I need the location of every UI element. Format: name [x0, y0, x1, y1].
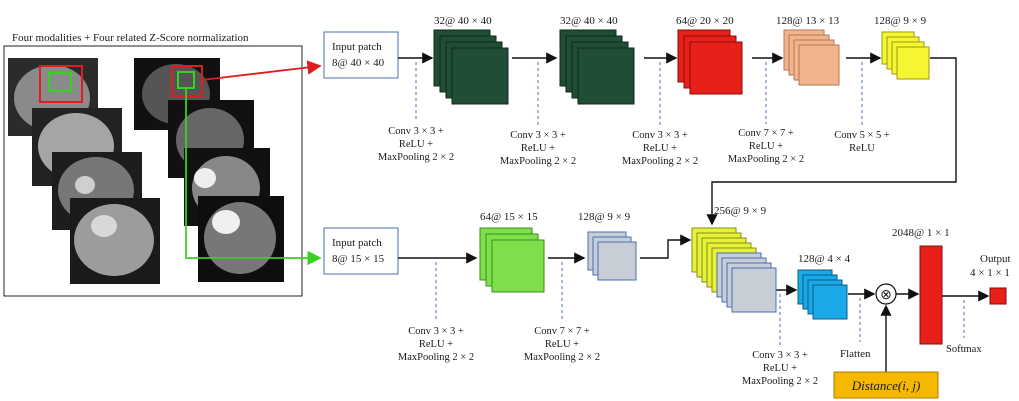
- top-op-2-l3: MaxPooling 2 × 2: [500, 156, 576, 167]
- top-map-1: [433, 29, 509, 105]
- top-map-4-label: 128@ 13 × 13: [776, 15, 840, 27]
- input-bottom-box: Input patch 8@ 15 × 15: [323, 227, 399, 275]
- top-map-2-label: 32@ 40 × 40: [560, 15, 618, 27]
- output-label-line2: 4 × 1 × 1: [970, 267, 1010, 279]
- top-op-1-l3: MaxPooling 2 × 2: [378, 152, 454, 163]
- top-op-5-l2: ReLU: [849, 143, 875, 154]
- bottom-op-1-l3: MaxPooling 2 × 2: [398, 352, 474, 363]
- input-top-line2: 8@ 40 × 40: [332, 57, 385, 69]
- bottom-map-2-label: 128@ 9 × 9: [578, 211, 631, 223]
- top-op-3-l2: ReLU +: [643, 143, 677, 154]
- bottom-map-4-label: 128@ 4 × 4: [798, 253, 851, 265]
- distance-box: [833, 371, 939, 399]
- multiply-symbol: ⊗: [880, 288, 892, 303]
- top-op-5-l1: Conv 5 × 5 +: [834, 130, 890, 141]
- top-map-3: [677, 29, 743, 95]
- modality-slices-left: [8, 58, 160, 284]
- fc-layer: [919, 245, 943, 345]
- bottom-op-3-l3: MaxPooling 2 × 2: [742, 376, 818, 387]
- red-patch-arrow: [201, 60, 322, 81]
- output-node: [989, 287, 1007, 305]
- top-op-3-l1: Conv 3 × 3 +: [632, 130, 688, 141]
- bottom-map-2: [587, 231, 637, 281]
- top-op-1-l1: Conv 3 × 3 +: [388, 126, 444, 137]
- fc-label: 2048@ 1 × 1: [892, 227, 950, 239]
- bottom-map-3-label: 256@ 9 × 9: [714, 205, 767, 217]
- flatten-label: Flatten: [840, 348, 871, 360]
- input-top-line1: Input patch: [332, 41, 382, 53]
- distance-label: Distance(i, j): [851, 378, 921, 393]
- input-bottom-line2: 8@ 15 × 15: [332, 253, 385, 265]
- input-top-box: Input patch 8@ 40 × 40: [323, 31, 399, 79]
- top-op-4-l1: Conv 7 × 7 +: [738, 128, 794, 139]
- top-op-2-l2: ReLU +: [521, 143, 555, 154]
- input-bottom-line1: Input patch: [332, 237, 382, 249]
- modalities-panel: Four modalities + Four related Z-Score n…: [3, 32, 303, 297]
- bottom-op-3-l2: ReLU +: [763, 363, 797, 374]
- panel-title: Four modalities + Four related Z-Score n…: [12, 32, 249, 44]
- softmax-label: Softmax: [946, 344, 982, 355]
- zscore-slices-right: [134, 58, 284, 282]
- top-to-merge-connector: [706, 57, 957, 226]
- top-pathway: 32@ 40 × 40 32@ 40 × 40 64@ 20 × 20 128@…: [378, 15, 957, 226]
- top-op-2-l1: Conv 3 × 3 +: [510, 130, 566, 141]
- bottom-pathway: 64@ 15 × 15 128@ 9 × 9 256@ 9 × 9 128@ 4…: [398, 205, 1011, 399]
- bottom-op-3-l1: Conv 3 × 3 +: [752, 350, 808, 361]
- bottom-op-2-l2: ReLU +: [545, 339, 579, 350]
- output-label-line1: Output: [980, 253, 1011, 265]
- bottom-map-3-merged: [691, 227, 777, 313]
- top-map-1-label: 32@ 40 × 40: [434, 15, 492, 27]
- top-map-3-label: 64@ 20 × 20: [676, 15, 734, 27]
- bottom-map-1-label: 64@ 15 × 15: [480, 211, 538, 223]
- top-map-5-label: 128@ 9 × 9: [874, 15, 927, 27]
- bottom-op-2-l3: MaxPooling 2 × 2: [524, 352, 600, 363]
- top-map-4: [783, 29, 840, 86]
- top-map-5: [881, 31, 930, 80]
- top-map-2: [559, 29, 635, 105]
- bottom-map-4: [797, 269, 848, 320]
- bottom-op-1-l1: Conv 3 × 3 +: [408, 326, 464, 337]
- bottom-op-2-l1: Conv 7 × 7 +: [534, 326, 590, 337]
- bottom-op-1-l2: ReLU +: [419, 339, 453, 350]
- top-op-4-l3: MaxPooling 2 × 2: [728, 154, 804, 165]
- green-patch-arrow: [185, 88, 322, 266]
- top-op-3-l3: MaxPooling 2 × 2: [622, 156, 698, 167]
- top-op-4-l2: ReLU +: [749, 141, 783, 152]
- bottom-map-1: [479, 227, 545, 293]
- top-op-1-l2: ReLU +: [399, 139, 433, 150]
